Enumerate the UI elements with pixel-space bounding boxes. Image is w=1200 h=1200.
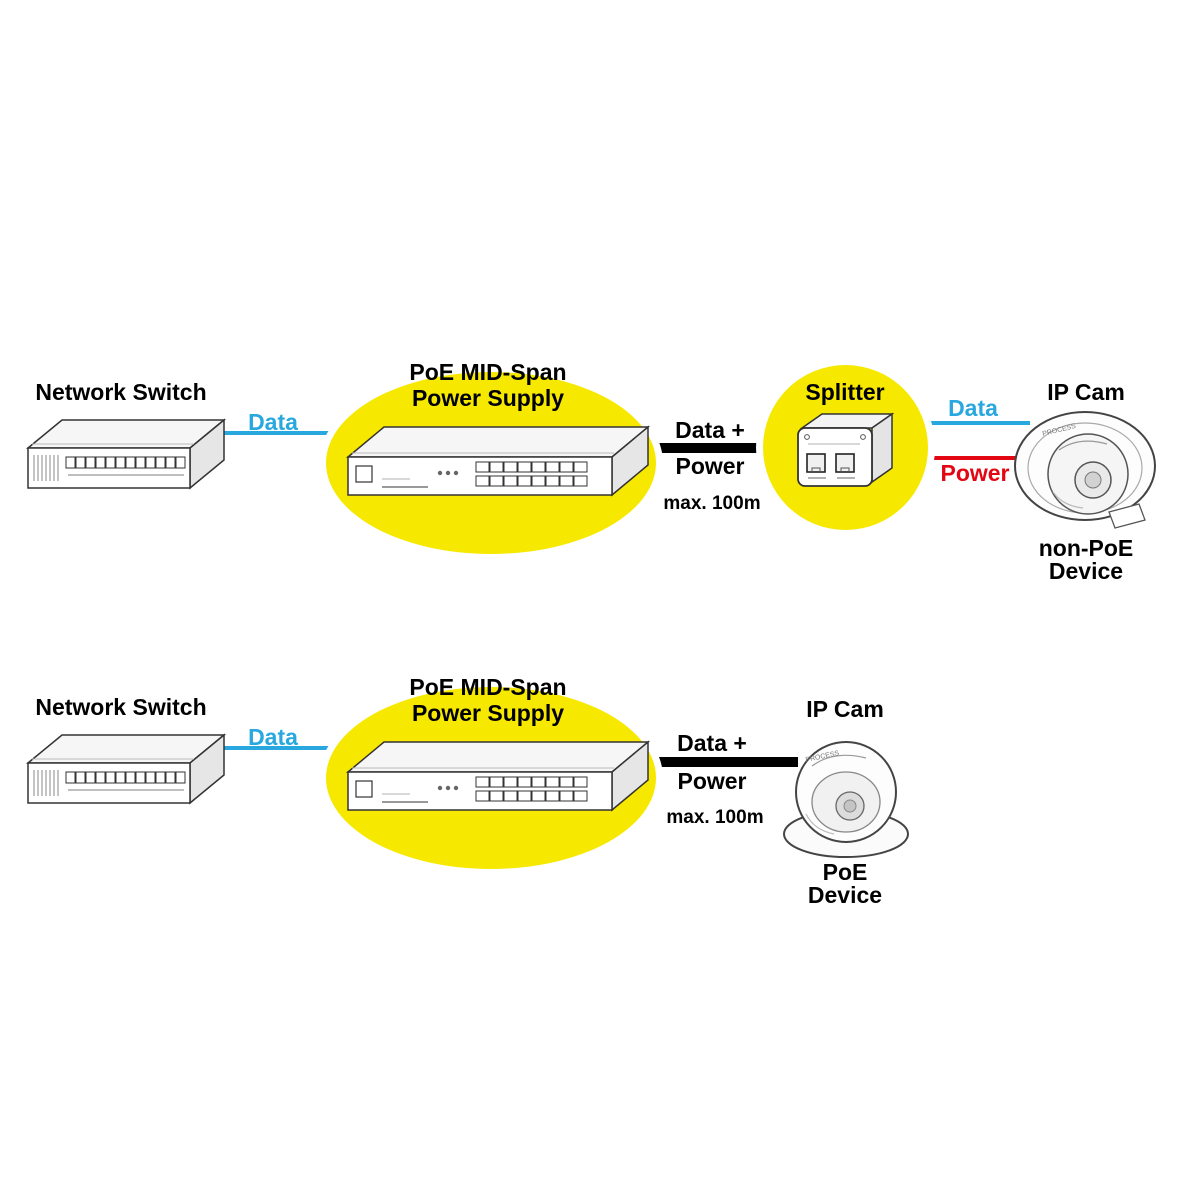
label-cam-data: Data xyxy=(948,395,998,421)
switch-port-row xyxy=(65,456,186,469)
label-link-1-line2: Power xyxy=(675,453,745,479)
data-link-splitter-to-cam xyxy=(915,421,1030,425)
label-network-switch-2: Network Switch xyxy=(35,694,207,720)
label-device-1-line2: Device xyxy=(1048,558,1124,584)
label-link-2-max: max. 100m xyxy=(666,807,764,828)
label-midspan-2-line2: Power Supply xyxy=(411,700,565,726)
midspan-uplink-port xyxy=(355,780,373,798)
label-cam-power: Power xyxy=(940,460,1010,486)
label-device-1-line1: non-PoE xyxy=(1038,535,1134,561)
label-device-2-line2: Device xyxy=(807,882,883,908)
label-splitter: Splitter xyxy=(805,379,885,405)
power-link-splitter-to-cam xyxy=(915,456,1033,460)
label-midspan-1-line1: PoE MID-Span xyxy=(409,359,567,385)
label-link-2-line2: Power xyxy=(677,768,747,794)
splitter-illustration xyxy=(797,412,895,487)
data-link-switch-to-midspan-2 xyxy=(218,746,348,750)
midspan-port-block xyxy=(475,461,588,487)
network-switch-illustration-1 xyxy=(25,418,227,490)
data-link-switch-to-midspan-1 xyxy=(218,431,348,435)
switch-vent-grid xyxy=(33,455,59,481)
label-link-1-line1: Data + xyxy=(675,417,745,443)
label-network-switch-1: Network Switch xyxy=(35,379,207,405)
poe-midspan-illustration-1 xyxy=(345,425,651,497)
ipcam-illustration-2: PROCESS xyxy=(783,741,909,858)
label-midspan-1-line2: Power Supply xyxy=(411,385,565,411)
label-ipcam-2: IP Cam xyxy=(806,696,884,722)
network-switch-illustration-2 xyxy=(25,733,227,805)
data-power-link-2 xyxy=(640,757,798,767)
label-link-1-max: max. 100m xyxy=(663,493,761,514)
label-data-2: Data xyxy=(248,724,298,750)
midspan-uplink-port xyxy=(355,465,373,483)
midspan-port-block xyxy=(475,776,588,802)
label-device-2-line1: PoE xyxy=(822,859,868,885)
label-data-1: Data xyxy=(248,409,298,435)
ipcam-mount-tab xyxy=(1108,503,1146,529)
ipcam-illustration-1: PROCESS xyxy=(1014,411,1156,529)
label-link-2-line1: Data + xyxy=(677,730,747,756)
poe-midspan-illustration-2 xyxy=(345,740,651,812)
switch-port-row xyxy=(65,771,186,784)
data-power-link-1 xyxy=(640,443,780,453)
label-ipcam-1: IP Cam xyxy=(1047,379,1125,405)
label-midspan-2-line1: PoE MID-Span xyxy=(409,674,567,700)
